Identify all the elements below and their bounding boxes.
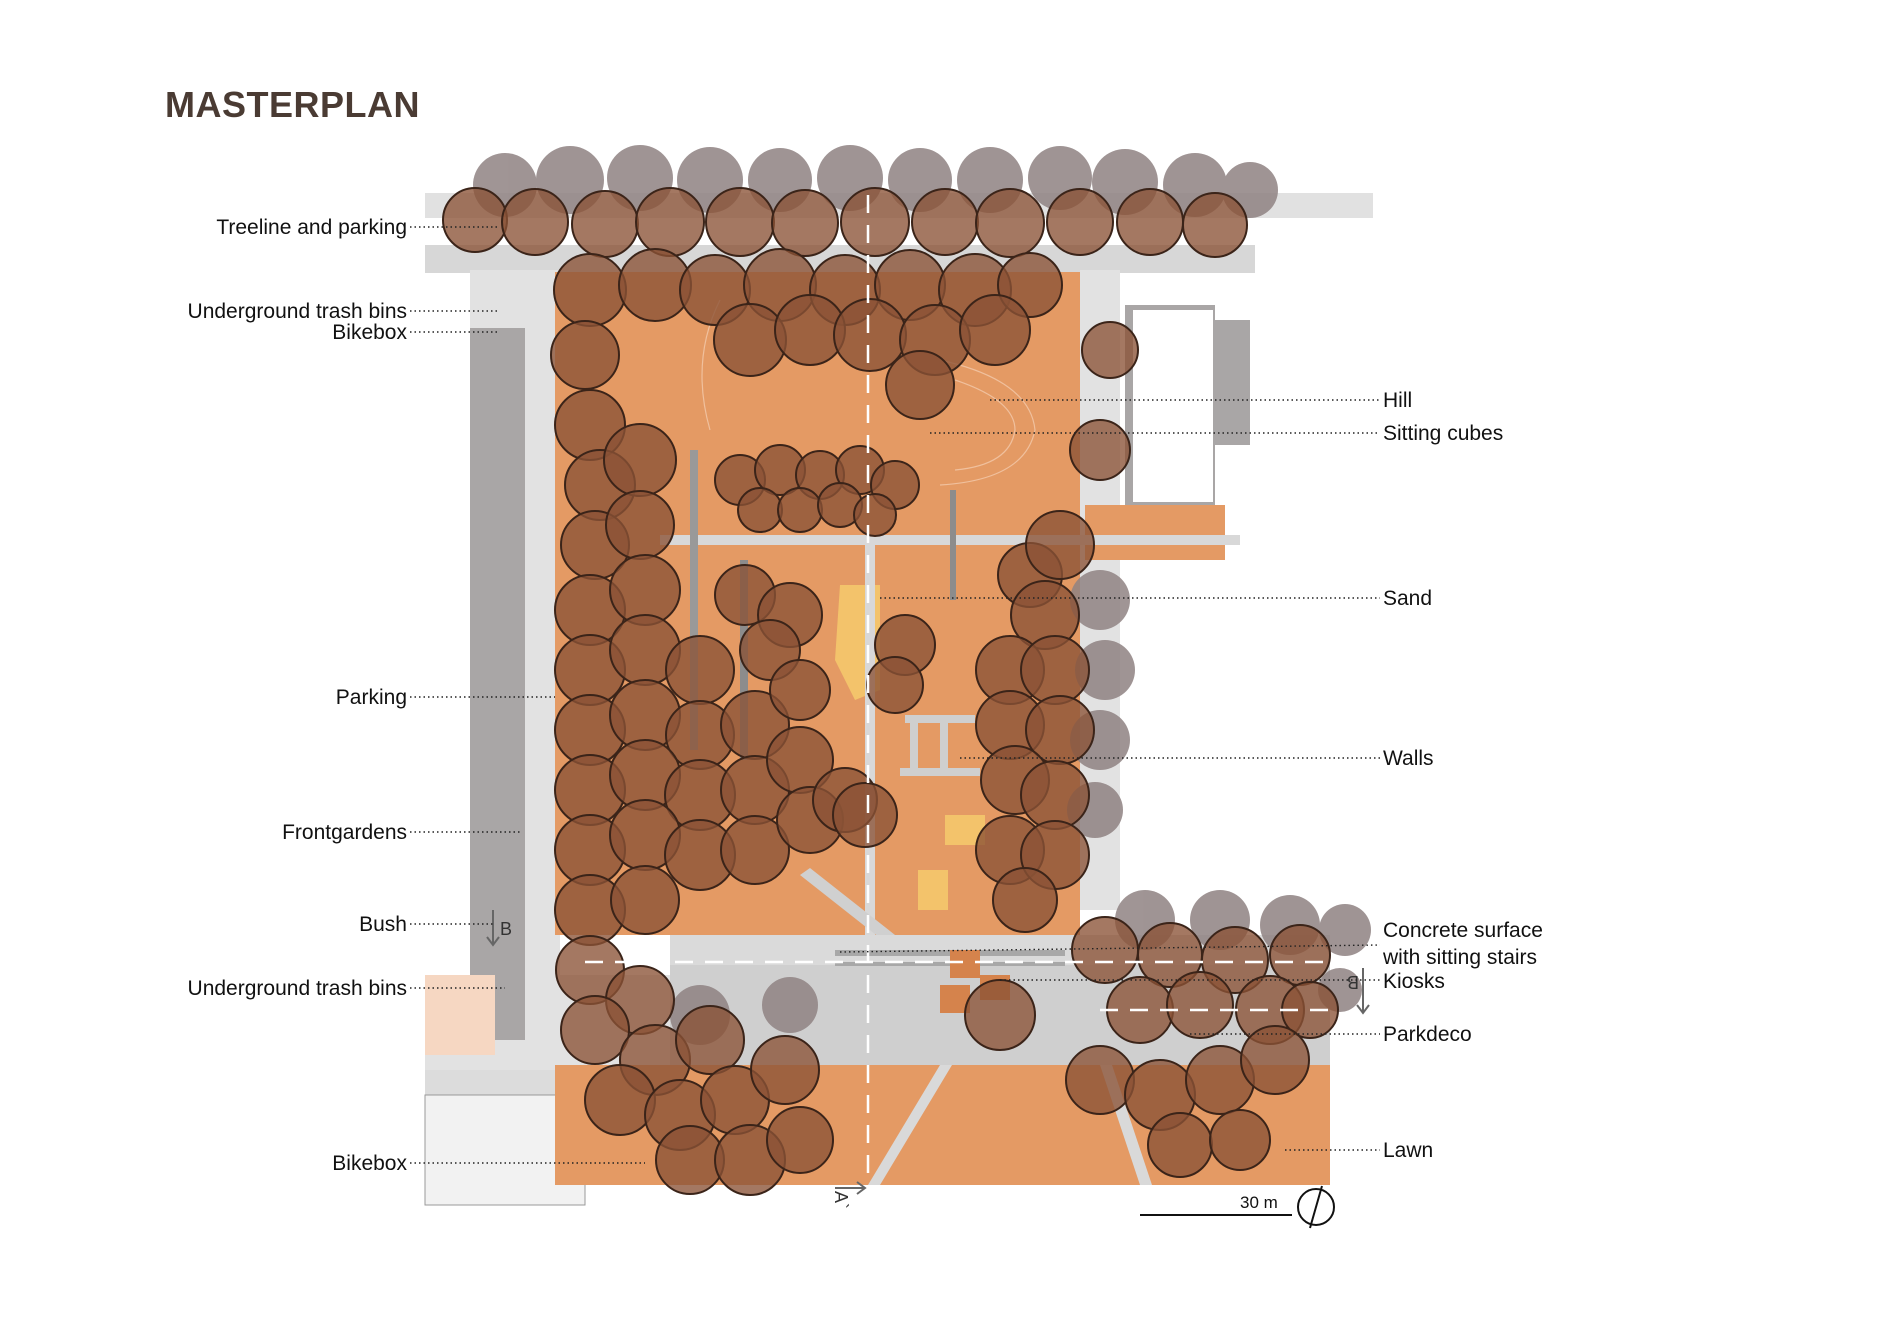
label-sand: Sand <box>1383 587 1432 610</box>
page-title: MASTERPLAN <box>165 84 420 125</box>
label-frontgardens: Frontgardens <box>282 821 407 844</box>
scale-label: 30 m <box>1240 1193 1278 1212</box>
label-kiosks: Kiosks <box>1383 970 1445 993</box>
label-parking: Parking <box>336 686 407 709</box>
section-mark-b-right: B <box>1347 972 1359 992</box>
label-sitting-cubes: Sitting cubes <box>1383 422 1503 445</box>
label-bikebox-top: Bikebox <box>332 321 407 344</box>
park-trees <box>442 187 1339 1196</box>
label-lawn: Lawn <box>1383 1139 1433 1162</box>
leader-lines <box>410 226 1381 1164</box>
section-mark-b-left: B <box>500 919 512 939</box>
label-walls: Walls <box>1383 747 1434 770</box>
labels-right: Hill Sitting cubes Sand Walls Concrete s… <box>1382 389 1543 1162</box>
label-trash-bottom: Underground trash bins <box>188 977 407 1000</box>
label-hill: Hill <box>1383 389 1412 412</box>
label-bikebox-bottom: Bikebox <box>332 1152 407 1175</box>
label-treeline: Treeline and parking <box>216 216 407 239</box>
north-arrow-icon <box>1297 1185 1335 1229</box>
buildings <box>424 305 1250 1206</box>
label-concrete-line2: with sitting stairs <box>1382 946 1537 969</box>
section-mark-a: A` <box>831 1191 851 1209</box>
label-parkdeco: Parkdeco <box>1383 1023 1472 1046</box>
label-concrete-line1: Concrete surface <box>1383 919 1543 942</box>
section-lines: A` B B <box>486 195 1370 1209</box>
scale-bar: 30 m <box>1140 1193 1292 1216</box>
label-trash-top: Underground trash bins <box>188 300 407 323</box>
label-bush: Bush <box>359 913 407 936</box>
labels-left: Treeline and parking Underground trash b… <box>188 216 408 1175</box>
